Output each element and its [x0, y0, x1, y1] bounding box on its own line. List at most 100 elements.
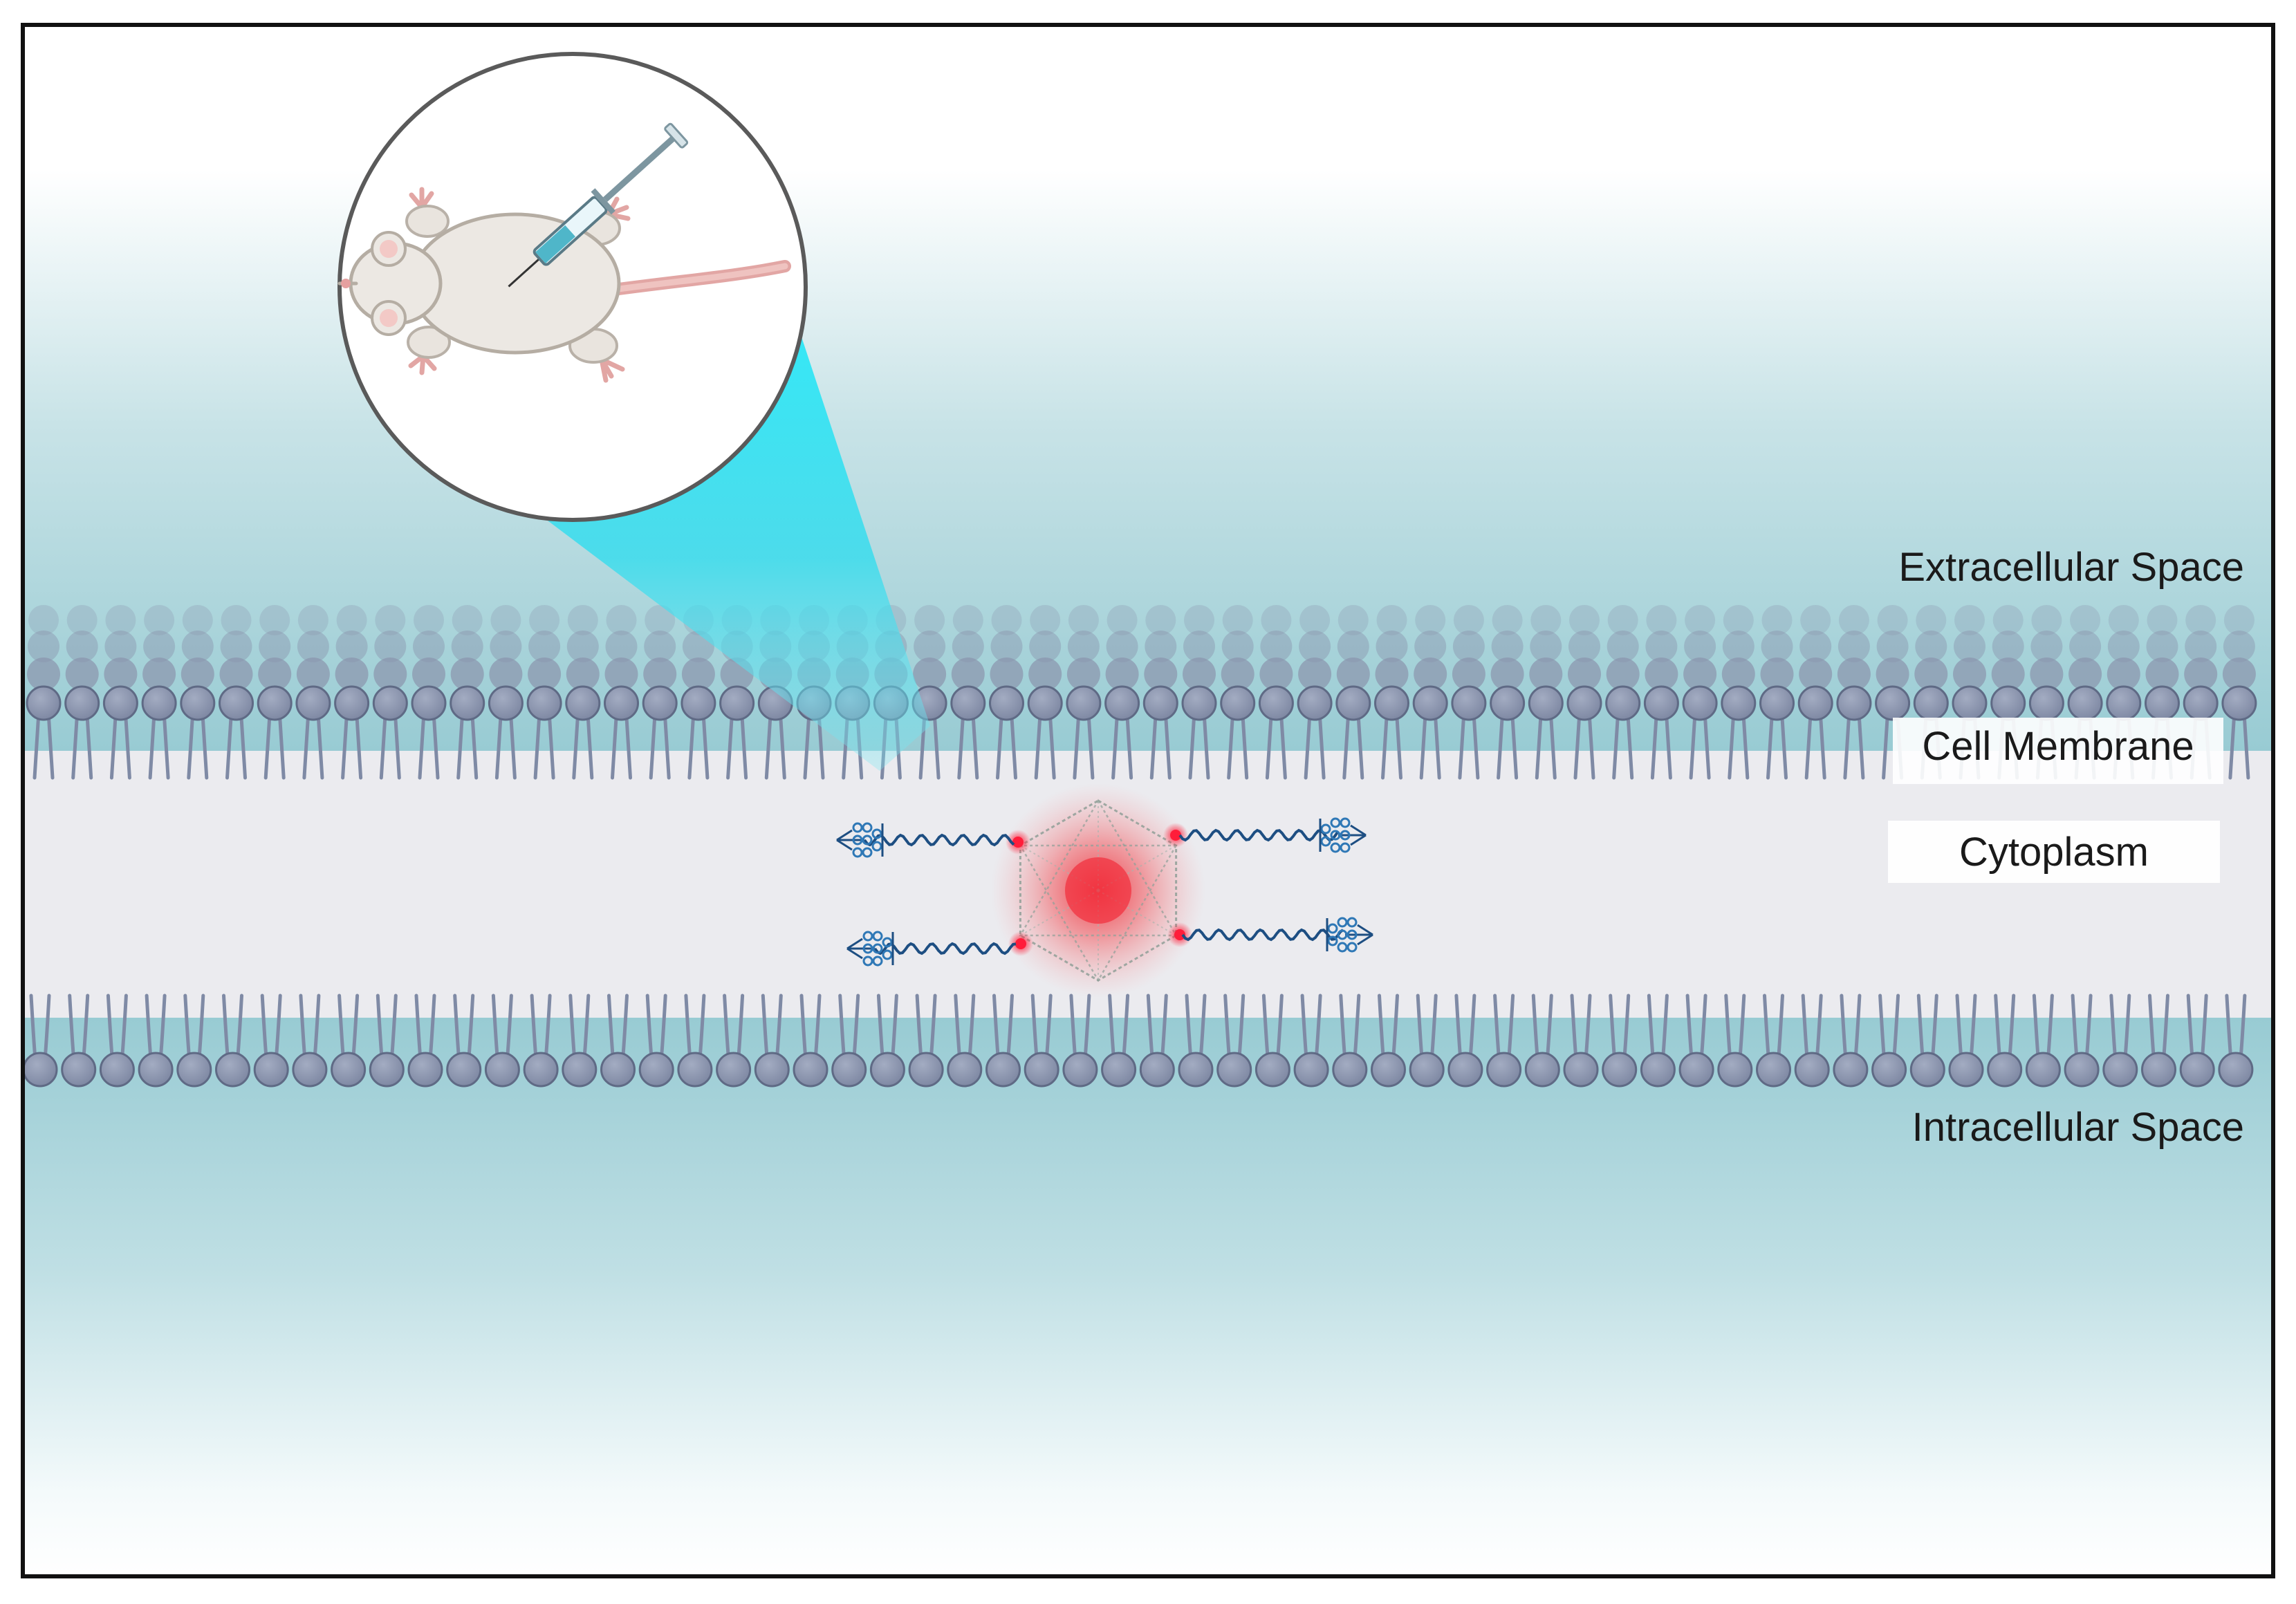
lipid-molecule: [1332, 994, 1368, 1088]
lipid-molecule: [985, 994, 1021, 1088]
lipid-molecule: [295, 685, 331, 780]
intracellular-region: [23, 1018, 2273, 1576]
lipid-molecule: [1678, 994, 1714, 1088]
lipid-molecule: [1528, 685, 1564, 780]
lipid-molecule: [372, 685, 408, 780]
lipid-molecule: [1948, 994, 1984, 1088]
lipid-molecule: [1759, 685, 1795, 780]
lipid-molecule: [869, 994, 905, 1088]
lipid-molecule: [446, 994, 482, 1088]
lipid-molecule: [1721, 685, 1757, 780]
lipid-molecule: [257, 685, 293, 780]
lipid-molecule: [215, 994, 250, 1088]
lipid-molecule: [138, 994, 174, 1088]
lipid-molecule: [334, 685, 370, 780]
lipid-molecule: [1412, 685, 1448, 780]
lipid-molecule: [1374, 685, 1409, 780]
figure-frame: [21, 23, 2275, 1578]
lipid-molecule: [947, 994, 983, 1088]
lipid-molecule: [1682, 685, 1718, 780]
dna-end-motif: [836, 822, 884, 858]
lipid-molecule: [1797, 685, 1833, 780]
lipid-molecule: [831, 994, 867, 1088]
lipid-molecule: [1756, 994, 1791, 1088]
lipid-molecule: [1027, 685, 1063, 780]
lipid-molecule: [1833, 994, 1869, 1088]
lipid-molecule: [719, 685, 755, 780]
lipid-molecule: [1451, 685, 1487, 780]
lipid-molecule: [1566, 685, 1602, 780]
extracellular-space-label: Extracellular Space: [1898, 545, 2244, 590]
lipid-molecule: [64, 685, 100, 780]
lipid-molecule: [102, 685, 138, 780]
lipid-molecule: [2221, 685, 2257, 780]
lipid-molecule: [562, 994, 598, 1088]
cytoplasm-label: Cytoplasm: [1959, 830, 2149, 875]
lipid-molecule: [1605, 685, 1641, 780]
lipid-molecule: [2025, 994, 2061, 1088]
lipid-molecule: [411, 685, 447, 780]
lipid-molecule: [1142, 685, 1178, 780]
lipid-molecule: [450, 685, 485, 780]
intracellular-space-label: Intracellular Space: [1912, 1105, 2244, 1150]
lipid-molecule: [22, 994, 58, 1088]
lipid-molecule: [369, 994, 405, 1088]
lipid-molecule: [2141, 994, 2176, 1088]
lipid-molecule: [716, 994, 752, 1088]
dna-strand-icon: [836, 817, 1373, 967]
cell-membrane-label: Cell Membrane: [1922, 724, 2194, 769]
lipid-molecule: [331, 994, 367, 1088]
lipid-molecule: [754, 994, 790, 1088]
lipid-molecule: [1139, 994, 1175, 1088]
lipid-molecule: [1297, 685, 1333, 780]
lipid-molecule: [1836, 685, 1872, 780]
lipid-molecule: [292, 994, 328, 1088]
lipid-molecule: [1024, 994, 1059, 1088]
lipid-molecule: [642, 685, 678, 780]
lipid-molecule: [1220, 685, 1256, 780]
lipid-molecule: [99, 994, 135, 1088]
lipid-molecule: [180, 685, 216, 780]
lipid-molecule: [2218, 994, 2254, 1088]
lipid-molecule: [1563, 994, 1599, 1088]
lipid-molecule: [565, 685, 601, 780]
lipid-molecule: [176, 994, 212, 1088]
dna-end-motif: [1326, 917, 1373, 953]
lipid-molecule: [1490, 685, 1526, 780]
nanoparticle-icon: [991, 783, 1205, 998]
lipid-molecule: [407, 994, 443, 1088]
lipid-molecule: [1794, 994, 1830, 1088]
lipid-molecule: [2064, 994, 2100, 1088]
mouse-injection-icon: [337, 52, 808, 522]
lipid-molecule: [219, 685, 254, 780]
lipid-molecule: [61, 994, 97, 1088]
lipid-molecule: [681, 685, 716, 780]
lower-lipid-bilayer: [22, 994, 2254, 1088]
cell-membrane-label-box: [1893, 718, 2223, 784]
lipid-molecule: [1178, 994, 1214, 1088]
lipid-molecule: [488, 685, 524, 780]
lipid-molecule: [484, 994, 520, 1088]
lipid-molecule: [2102, 994, 2138, 1088]
lipid-molecule: [1524, 994, 1560, 1088]
lipid-molecule: [26, 685, 62, 780]
lipid-molecule: [600, 994, 636, 1088]
lipid-molecule: [253, 994, 289, 1088]
lipid-molecule: [523, 994, 559, 1088]
lipid-molecule: [1909, 994, 1945, 1088]
lipid-molecule: [1066, 685, 1102, 780]
dna-end-motif: [1319, 817, 1367, 853]
lipid-molecule: [1486, 994, 1522, 1088]
lipid-molecule: [1258, 685, 1294, 780]
lipid-molecule: [1640, 994, 1676, 1088]
lipid-molecule: [1104, 685, 1140, 780]
lipid-molecule: [1101, 994, 1137, 1088]
lipid-molecule: [677, 994, 713, 1088]
lipid-molecule: [141, 685, 177, 780]
lipid-molecule: [793, 994, 828, 1088]
lipid-molecule: [1255, 994, 1290, 1088]
lipid-molecule: [2179, 994, 2215, 1088]
lipid-molecule: [1871, 994, 1907, 1088]
